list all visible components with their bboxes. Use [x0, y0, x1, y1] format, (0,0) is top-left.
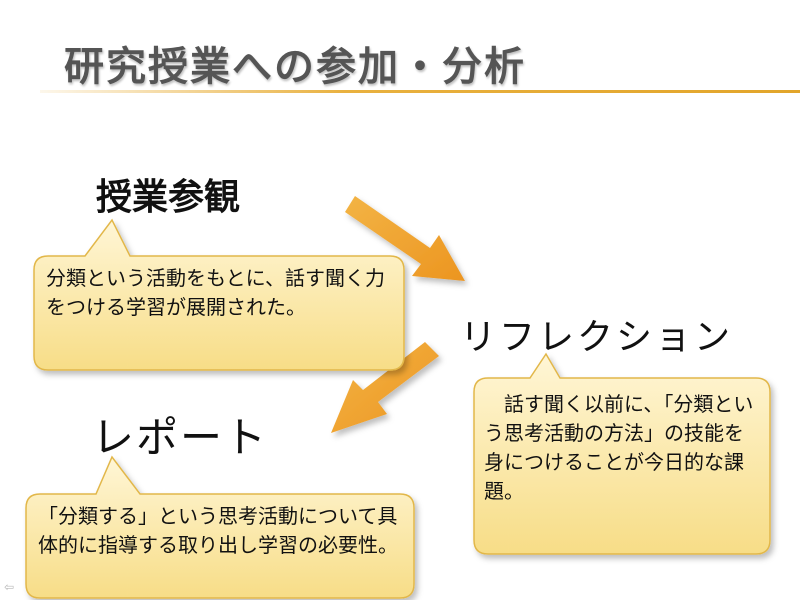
arrow-observe-to-reflect — [345, 196, 465, 281]
note-report: 「分類する」という思考活動について具体的に指導する取り出し学習の必要性。 — [38, 504, 398, 557]
callout-bubble-observe — [33, 218, 405, 371]
speaker-icon[interactable]: ⇦ — [4, 580, 15, 594]
note-reflect: 話す聞く以前に、「分類という思考活動の方法」の技能を身につけることが今日的な課題… — [484, 392, 754, 503]
note-observe: 分類という活動をもとに、話す聞く力をつける学習が展開された。 — [46, 266, 385, 319]
slide-title: 研究授業への参加・分析 — [64, 44, 526, 90]
callout-bubble-report — [25, 455, 415, 599]
arrow-reflect-to-report — [331, 342, 439, 433]
callout-bubble-reflect — [473, 352, 771, 555]
heading-reflect: リフレクション — [460, 317, 734, 358]
title-underline — [40, 90, 800, 93]
heading-report: レポート — [92, 413, 269, 462]
heading-observe: 授業参観 — [96, 177, 241, 218]
